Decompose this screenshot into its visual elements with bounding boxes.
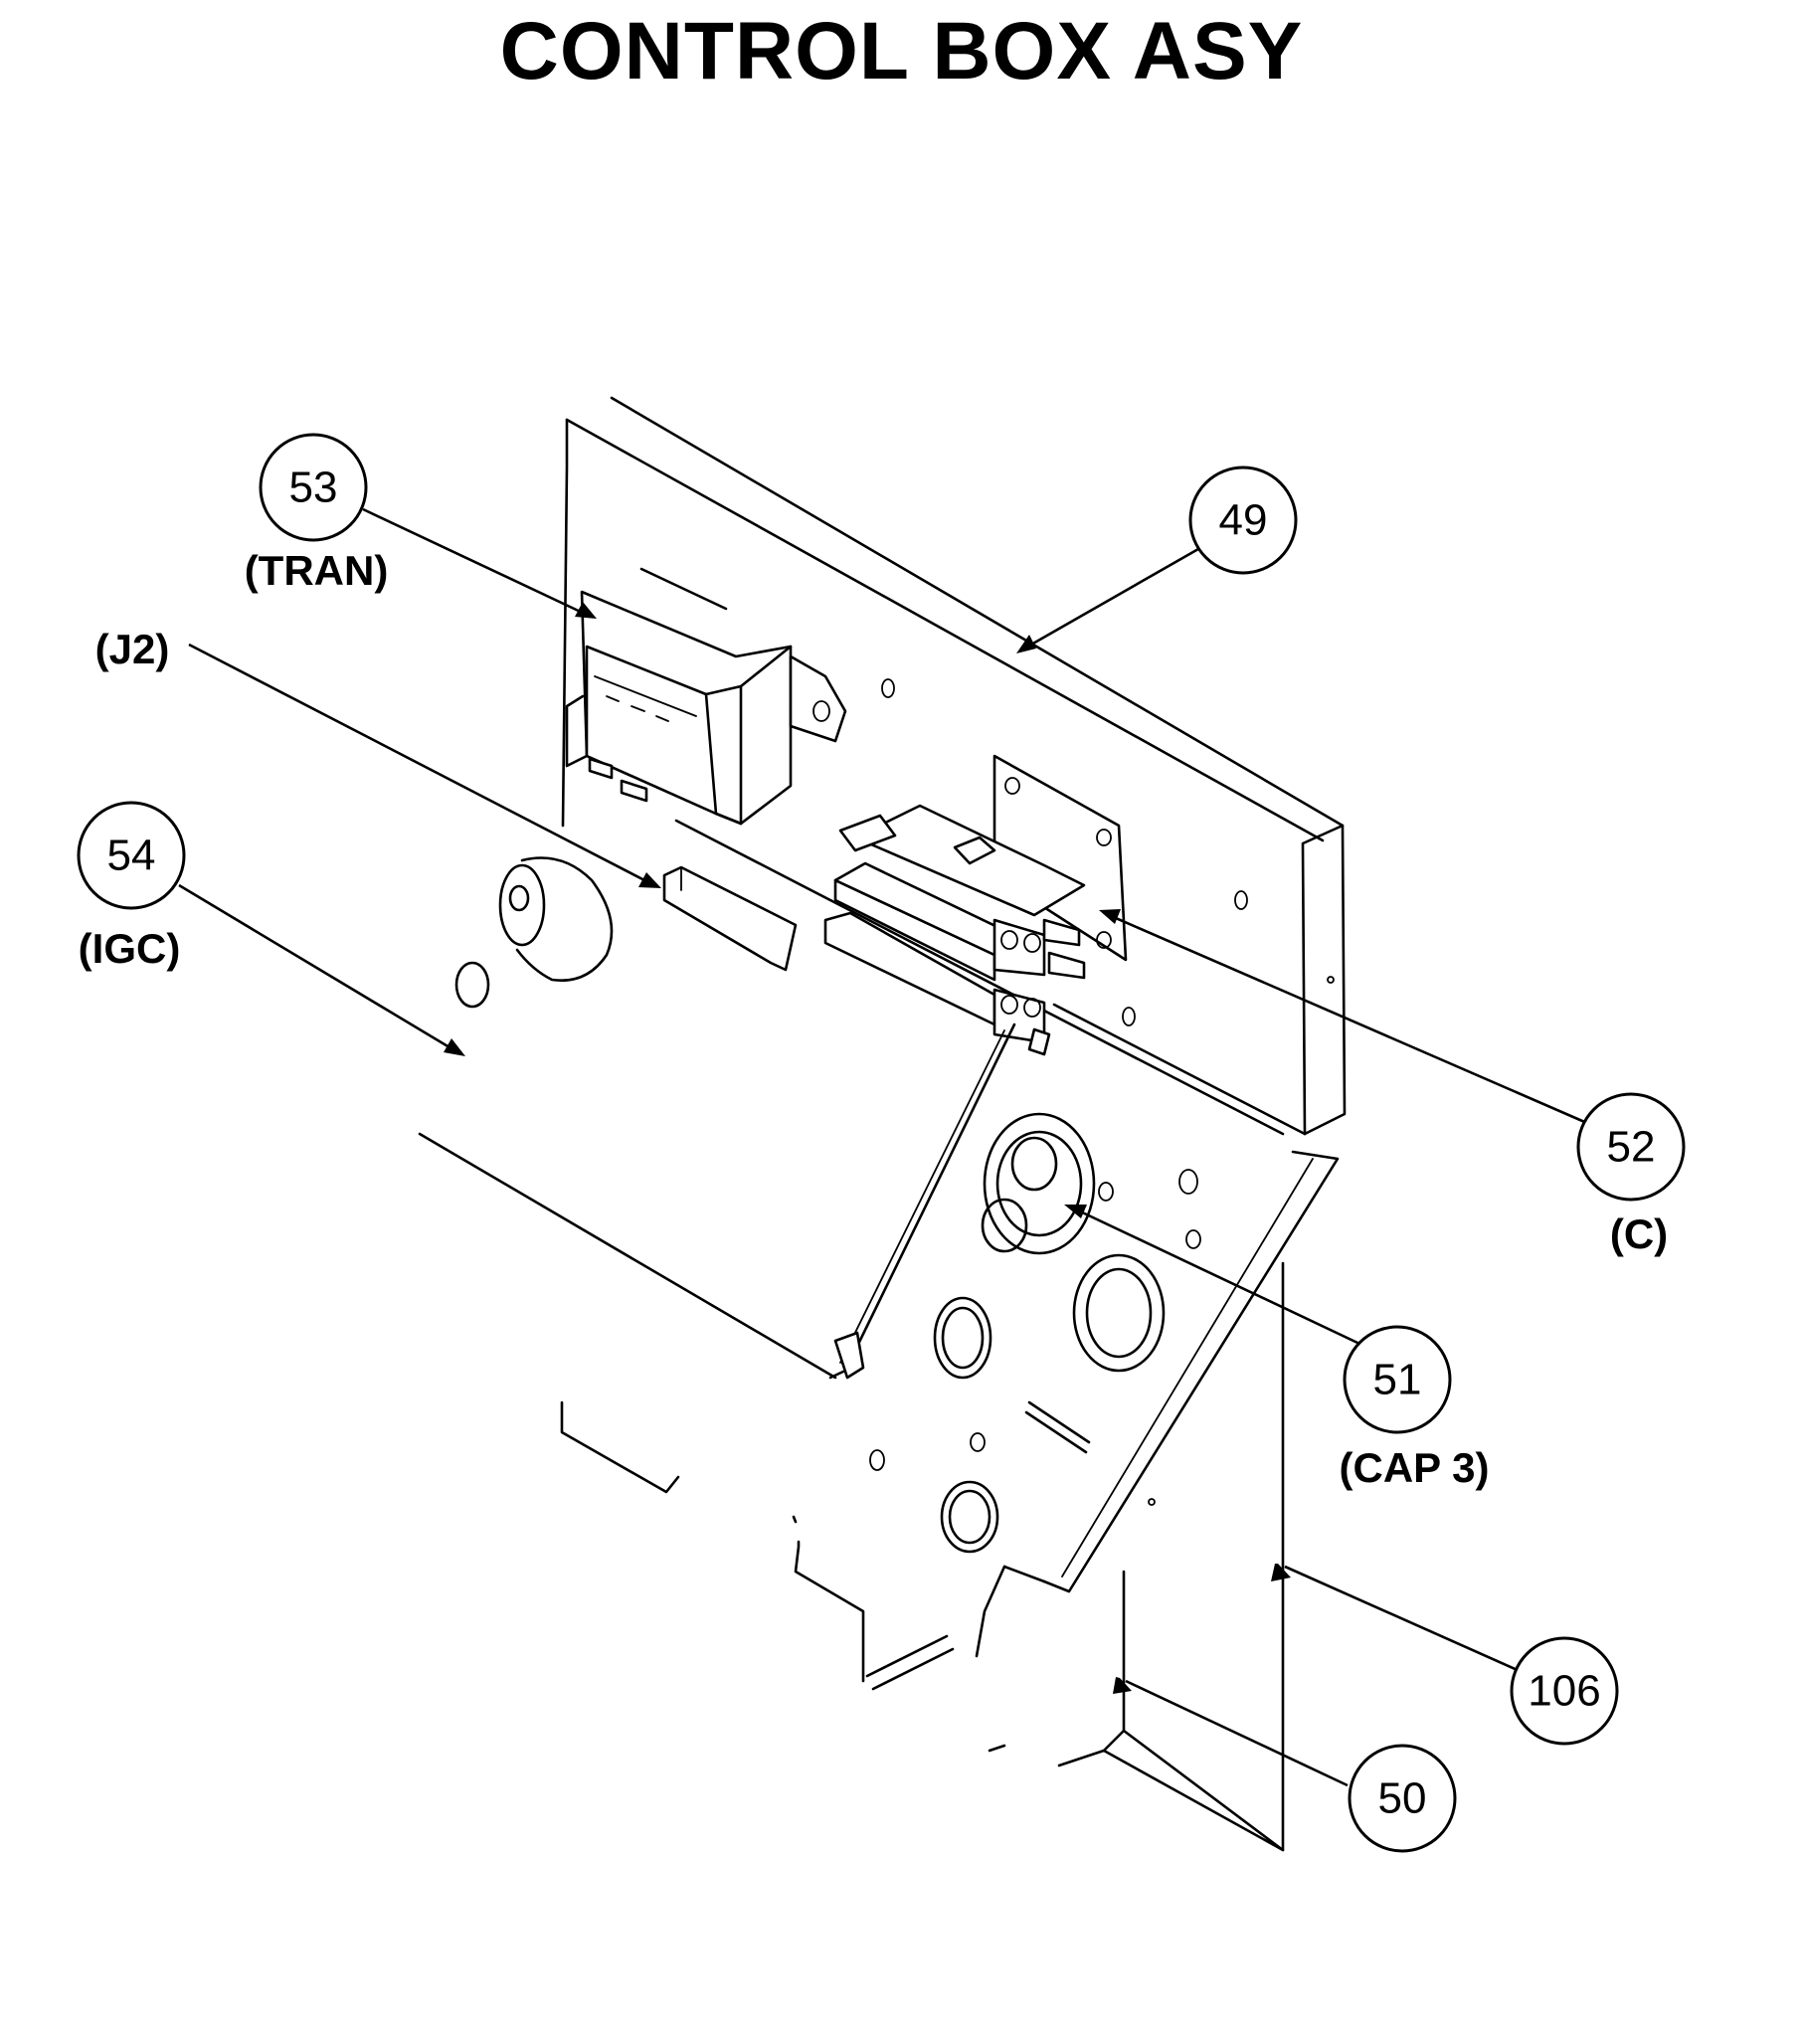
callout-51: 51 (CAP 3) [1340, 1325, 1490, 1491]
callout-51-tag: (CAP 3) [1340, 1444, 1490, 1491]
callout-52-number: 52 [1607, 1123, 1656, 1172]
callout-51-number: 51 [1373, 1356, 1422, 1404]
j2-label: (J2) [95, 626, 170, 672]
leader-lines [178, 507, 1590, 1787]
callout-54-tag: (IGC) [79, 925, 181, 972]
callout-106: 106 [1510, 1636, 1619, 1746]
page-title: CONTROL BOX ASY [499, 6, 1304, 96]
callout-53-tag: (TRAN) [245, 547, 389, 594]
label-j2: (J2) [95, 626, 170, 672]
callout-106-number: 106 [1528, 1667, 1600, 1716]
callout-53: 53 (TRAN) [245, 433, 389, 594]
callout-54-number: 54 [107, 832, 156, 880]
callout-53-number: 53 [289, 464, 338, 512]
callout-49-number: 49 [1219, 496, 1268, 545]
callout-54: 54 (IGC) [77, 801, 186, 972]
back-panel [561, 396, 1347, 1136]
transformer [565, 567, 847, 826]
callout-52-tag: (C) [1610, 1210, 1668, 1257]
j2-connector [662, 865, 798, 972]
callout-49: 49 [1188, 465, 1298, 575]
lower-panel [560, 1112, 1340, 1852]
callout-50: 50 [1348, 1744, 1457, 1853]
callout-52: 52 (C) [1576, 1092, 1686, 1257]
contactor [823, 754, 1128, 1056]
ignition-control-board [418, 856, 1016, 1380]
callout-50-number: 50 [1378, 1774, 1427, 1823]
